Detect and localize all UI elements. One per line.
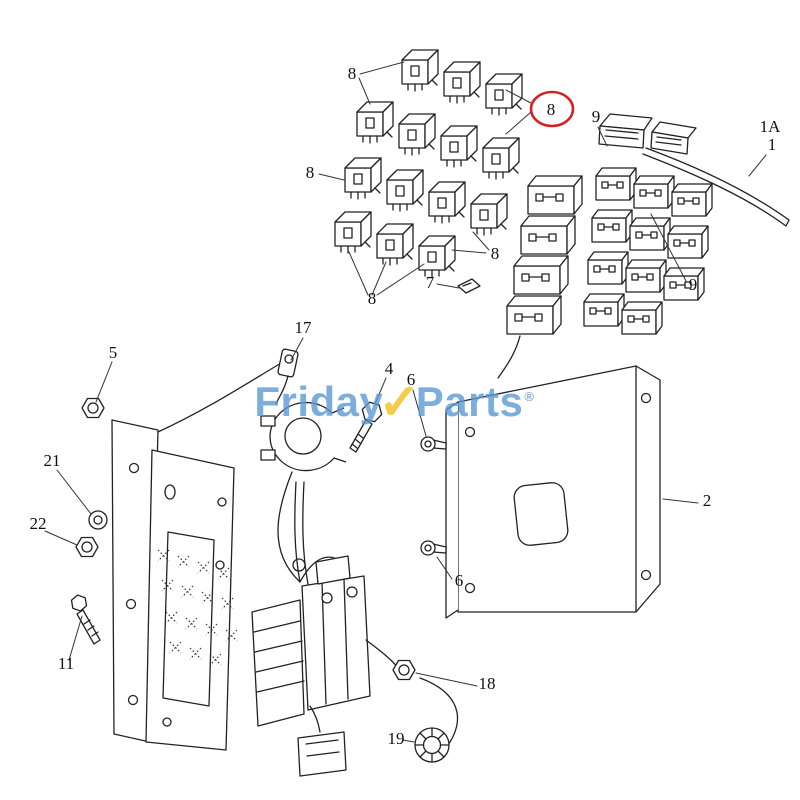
callout-8-d: 8 [368,289,377,308]
bracket-panel [445,365,661,619]
clamp-assembly [157,348,347,472]
callout-6-b: 6 [455,571,464,590]
callout-labels: 8 8 8 8 8 7 9 9 1A 1 17 5 4 6 21 22 2 6 … [30,64,782,748]
bolt-11 [70,594,101,645]
callout-7: 7 [426,273,435,292]
bottom-assembly [251,471,459,777]
callout-5: 5 [109,343,118,362]
callout-8-b: 8 [306,163,315,182]
hex-nut-22 [75,536,99,558]
callout-9-b: 9 [689,275,698,294]
hex-nut-5 [81,397,105,419]
callout-1: 1 [768,135,777,154]
mounting-plate [111,419,235,751]
callout-11: 11 [58,654,74,673]
bolt-4 [349,401,383,453]
callout-19: 19 [388,729,405,748]
callout-1a: 1A [760,117,782,136]
callout-2: 2 [703,491,712,510]
callout-17: 17 [295,318,313,337]
screw-6-upper [420,436,447,452]
callout-21: 21 [44,451,61,470]
screw-6-lower [420,540,447,556]
callout-4: 4 [385,359,394,378]
mounting-strap [642,147,790,227]
highlight-circle [529,90,575,128]
relay-grid [334,49,523,278]
clip-part-7 [457,278,481,294]
fuse-block-assembly [497,113,713,379]
callout-22: 22 [30,514,47,533]
hex-nut-18 [392,659,416,681]
retaining-ring-19 [414,727,450,763]
callout-9-a: 9 [592,107,601,126]
leader-lines [44,61,767,743]
callout-8-c: 8 [491,244,500,263]
callout-8-circled: 8 [547,100,556,119]
callout-18: 18 [479,674,496,693]
callout-6-a: 6 [407,370,416,389]
washer-21 [88,510,108,530]
callout-8-a: 8 [348,64,357,83]
